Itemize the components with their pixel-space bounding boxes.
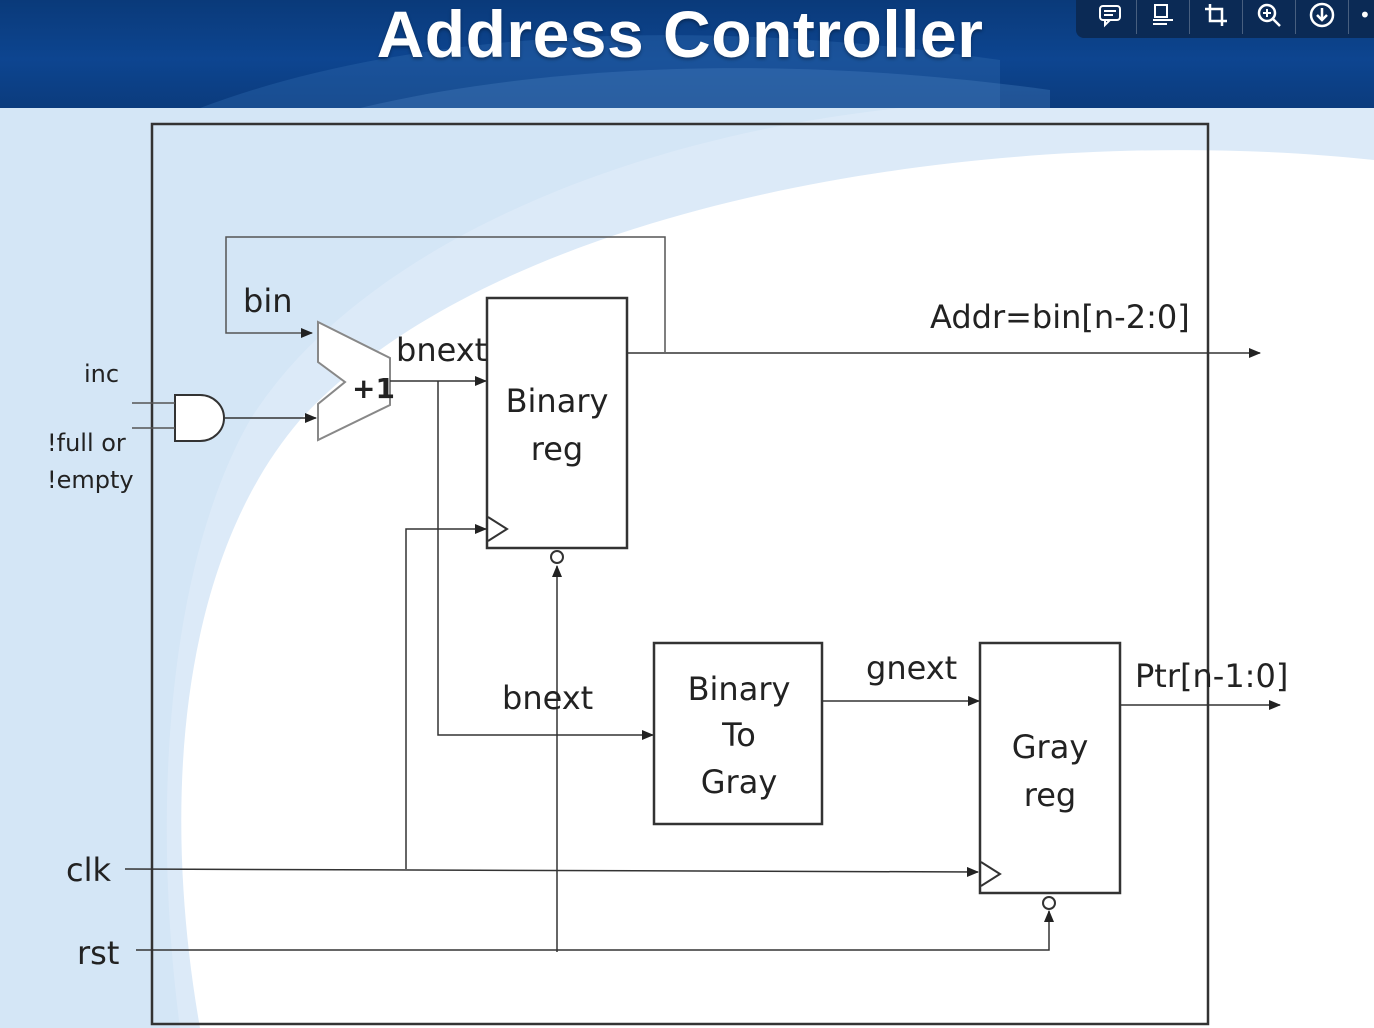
- binary-reg-clock-symbol: [487, 516, 509, 542]
- full-label: !full or: [47, 429, 126, 457]
- gray-reg-reset-bubble: [1042, 896, 1056, 910]
- and-gate: [174, 394, 225, 442]
- gray-reg-label-2: reg: [1024, 776, 1076, 814]
- binary-reg-reset-bubble: [550, 550, 564, 564]
- bnext-bottom-label: bnext: [502, 679, 593, 717]
- rst-label: rst: [77, 934, 119, 972]
- title-bar: Address Controller: [0, 0, 1374, 108]
- comment-button[interactable]: [1084, 0, 1137, 34]
- binary-to-gray-block: [652, 641, 824, 826]
- more-icon[interactable]: •: [1359, 3, 1371, 27]
- crop-icon: [1205, 4, 1227, 26]
- presenter-notes-icon: [1153, 4, 1173, 25]
- rst-wire: [136, 910, 1054, 951]
- title-swoosh: [200, 35, 1050, 108]
- comment-icon: [1099, 5, 1121, 28]
- b2g-label-1: Binary: [688, 670, 791, 708]
- bnext-branch-wire: [437, 381, 654, 740]
- binary-reg-block: [485, 296, 629, 550]
- module-boundary: [150, 122, 1210, 1026]
- b2g-label-3: Gray: [701, 763, 778, 801]
- bin-feedback-wire: [225, 236, 666, 352]
- gray-reg-block: [978, 641, 1122, 895]
- bnext-top-label: bnext: [396, 331, 487, 369]
- clk-label: clk: [66, 851, 111, 889]
- empty-label: !empty: [47, 466, 134, 494]
- clk-branch-wire: [405, 524, 487, 869]
- binary-reg-label-1: Binary: [506, 382, 609, 420]
- slide-toolbar: •: [1076, 0, 1374, 38]
- gnext-label: gnext: [866, 649, 957, 687]
- clk-wire: [124, 866, 979, 877]
- gray-reg-label-1: Gray: [1012, 728, 1089, 766]
- download-icon: [1309, 2, 1335, 28]
- binary-reg-label-2: reg: [531, 430, 583, 468]
- incrementer-label: +1: [352, 372, 395, 405]
- b2g-label-2: To: [721, 716, 756, 754]
- zoom-in-icon: [1257, 3, 1281, 27]
- ptr-label: Ptr[n-1:0]: [1135, 657, 1288, 695]
- zoom-in-button[interactable]: [1243, 0, 1296, 34]
- inc-label: inc: [84, 360, 119, 388]
- bin-label: bin: [243, 282, 292, 320]
- crop-button[interactable]: [1190, 0, 1243, 34]
- gray-reg-clock-symbol: [980, 861, 1002, 887]
- incrementer-block: [317, 320, 391, 442]
- presenter-notes-button[interactable]: [1137, 0, 1190, 34]
- download-button[interactable]: [1296, 0, 1349, 34]
- addr-label: Addr=bin[n-2:0]: [930, 298, 1190, 336]
- address-controller-diagram: +1 bin bnext inc !full or !empty Binary …: [47, 122, 1288, 1026]
- slide-title: Address Controller: [376, 0, 984, 71]
